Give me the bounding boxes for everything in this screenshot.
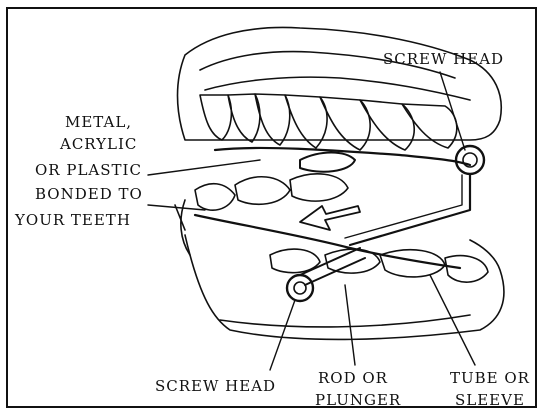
upper-appliance [215,148,470,165]
label-bonded-line5: YOUR TEETH [15,210,131,230]
leader-screw-bottom [270,300,295,370]
screw-head-bottom-icon [287,275,313,301]
label-bonded-line4: BONDED TO [35,184,143,204]
leader-bonded-1 [148,160,260,175]
upper-teeth [200,94,457,150]
rod [350,175,470,245]
label-bonded-line1: METAL, [65,112,132,132]
label-bonded-line3: OR PLASTIC [35,160,142,180]
label-screw-head-top: SCREW HEAD [383,49,504,69]
upper-gum [178,27,502,140]
screw-head-top-icon [456,146,484,174]
label-tube-line2: SLEEVE [455,390,525,410]
lower-appliance [195,215,460,268]
label-bonded-line2: ACRYLIC [60,134,137,154]
leader-rod [345,285,355,365]
label-tube-line1: TUBE OR [450,368,530,388]
lower-gum [185,235,504,339]
label-rod-line2: PLUNGER [315,390,401,410]
direction-arrow [300,206,360,230]
label-rod-line1: ROD OR [318,368,388,388]
leader-screw-top [440,72,465,150]
label-screw-head-bottom: SCREW HEAD [155,376,276,396]
